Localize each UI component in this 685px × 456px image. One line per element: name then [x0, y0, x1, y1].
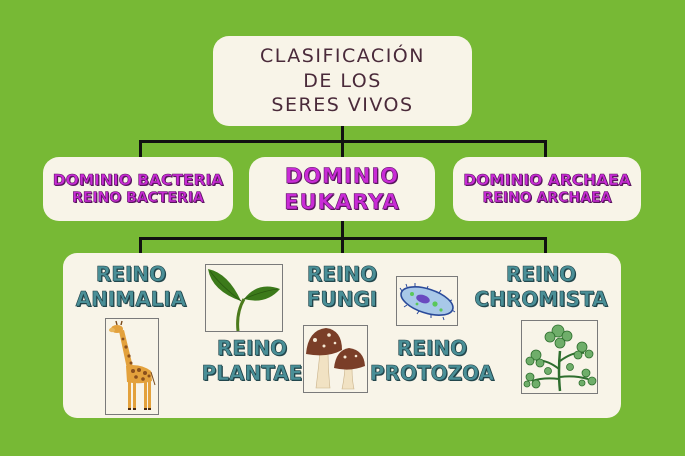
domain-box-bacteria: DOMINIO BACTERIA REINO BACTERIA — [43, 157, 233, 221]
connector-eukarya-drop — [341, 140, 344, 157]
kingdom-fungi-line-2: FUNGI — [306, 287, 378, 312]
mushroom-icon — [303, 325, 368, 393]
title-box: CLASIFICACIÓN DE LOS SERES VIVOS — [213, 36, 472, 126]
domain-box-eukarya: DOMINIO EUKARYA — [249, 157, 435, 221]
giraffe-icon — [105, 318, 159, 415]
algae-icon — [521, 320, 598, 394]
kingdom-plantae-line-1: REINO — [216, 336, 288, 361]
kingdom-animalia-line-2: ANIMALIA — [75, 287, 187, 312]
domain-eukarya-line-2: EUKARYA — [284, 190, 400, 215]
domain-bacteria-title: DOMINIO BACTERIA — [52, 171, 224, 190]
kingdom-fungi-label: REINO FUNGI — [294, 262, 390, 312]
kingdom-chromista-line-2: CHROMISTA — [474, 287, 608, 312]
domain-bacteria-kingdom: REINO BACTERIA — [72, 189, 204, 207]
kingdom-animalia-line-1: REINO — [95, 262, 167, 287]
kingdom-protozoa-label: REINO PROTOZOA — [366, 336, 498, 386]
connector-kingdom-drop-center — [341, 237, 344, 256]
title-line-3: SERES VIVOS — [271, 94, 414, 117]
kingdom-plantae-line-2: PLANTAE — [201, 361, 303, 386]
kingdom-protozoa-line-2: PROTOZOA — [369, 361, 495, 386]
domain-archaea-title: DOMINIO ARCHAEA — [463, 171, 631, 190]
kingdom-chromista-line-1: REINO — [505, 262, 577, 287]
sprout-icon — [205, 264, 283, 332]
kingdom-plantae-label: REINO PLANTAE — [198, 336, 306, 386]
domain-eukarya-line-1: DOMINIO — [284, 163, 400, 188]
connector-title-down — [341, 125, 344, 142]
diagram-title: CLASIFICACIÓN DE LOS SERES VIVOS — [213, 36, 472, 126]
kingdom-animalia-label: REINO ANIMALIA — [68, 262, 194, 312]
connector-eukarya-down — [341, 220, 344, 239]
connector-kingdom-drop-right — [544, 237, 547, 256]
connector-bacteria-drop — [139, 140, 142, 157]
kingdom-fungi-line-1: REINO — [306, 262, 378, 287]
kingdom-chromista-label: REINO CHROMISTA — [474, 262, 608, 312]
connector-archaea-drop — [544, 140, 547, 157]
kingdom-protozoa-line-1: REINO — [396, 336, 468, 361]
paramecium-icon — [396, 276, 458, 326]
title-line-1: CLASIFICACIÓN — [260, 44, 425, 67]
connector-kingdom-drop-left — [139, 237, 142, 256]
title-line-2: DE LOS — [303, 69, 382, 92]
domain-archaea-kingdom: REINO ARCHAEA — [482, 189, 612, 207]
domain-box-archaea: DOMINIO ARCHAEA REINO ARCHAEA — [453, 157, 641, 221]
